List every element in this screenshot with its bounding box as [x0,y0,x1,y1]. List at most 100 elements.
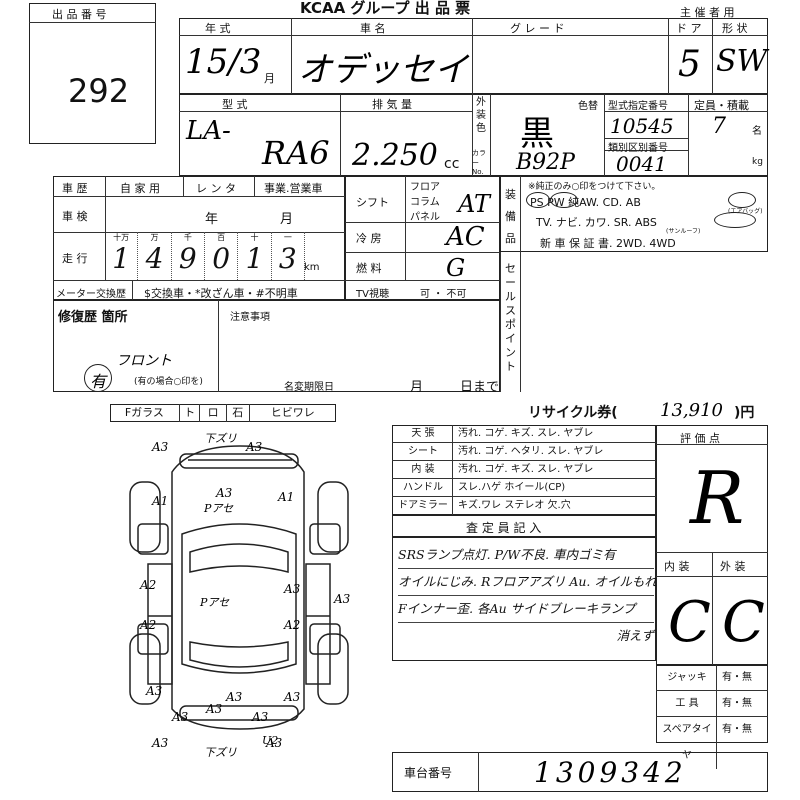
sales-point-label: セールスポイント [505,262,516,373]
airbag-note: (エアバッグ) [728,208,763,215]
mileage-digit: 1 [245,242,264,275]
diagram-note: 下ズリ [204,432,237,445]
mileage-label: 走 行 [62,252,88,265]
mileage-unit-label: 一 [283,233,292,242]
interior-table [392,425,656,515]
chassis-value: 1309342 [534,756,687,789]
repair-note: (有の場合○印を) [134,377,203,387]
category-value: 0041 [616,152,667,176]
name-change-until: 日まで [460,380,500,395]
mileage-unit-label: 万 [150,233,159,242]
host-label: 主 催 者 用 [680,6,735,19]
exterior-color-label: 外装色 [476,97,486,134]
interior-row-label: 天 張 [411,428,435,439]
damage-mark: A3 [152,440,169,454]
damage-mark: A3 [284,582,301,596]
interior-eval-value: C [668,590,711,655]
accessory-row: 工 具有・無 [656,691,768,717]
shift-option-floor: フロア [410,182,440,193]
mileage-unit: km [304,262,320,273]
car-value: オデッセイ [298,50,468,90]
doors-value: 5 [678,44,701,85]
inspector-notes-box [392,537,656,661]
equip-box [500,176,768,252]
interior-row-options: スレ.ハゲ ホイール(CP) [458,482,566,493]
chassis-box [392,752,768,792]
recycle-label: リサイクル券( [528,405,618,421]
ps-circle [526,192,550,208]
model-value: RA6 [262,134,330,172]
interior-row-options: 汚れ. コゲ. キズ. スレ. ヤブレ [458,464,594,475]
diagram-note: Pアセ [204,502,234,515]
category-label: 類別区別番号 [608,143,668,154]
glass-item: ロ [200,404,227,422]
cooling-value: AC [446,222,485,252]
diagram-note: U2 [262,734,279,747]
model-label: 型 式 [222,98,248,111]
color-value: 黒 [520,114,554,154]
mileage-digit: 9 [178,242,197,275]
capacity-label: 定員・積載 [694,99,749,112]
glass-item: ヒビワレ [270,406,315,419]
mileage-digit: 4 [145,242,164,275]
repair-written: フロント [116,353,172,369]
color-no-label: カラーNo. [472,149,486,176]
row2-table [179,94,768,176]
year-label: 年 式 [205,22,231,35]
damage-mark: A1 [152,494,169,508]
grade-label: グ レ ー ド [510,22,565,35]
evaluation-label: 評 価 点 [680,432,720,445]
meter-label: メーター交換歴 [56,289,126,300]
damage-mark: A3 [284,690,301,704]
accessory-label: ジャッキ [658,665,717,691]
car-label: 車 名 [360,22,386,35]
mileage-digit: 3 [278,242,297,275]
equipment-table [345,176,500,300]
year-unit: 月 [264,72,275,85]
lot-box [29,3,156,144]
car-diagram [129,445,349,730]
displacement-unit: cc [444,156,460,172]
tv-options: 可 ・ 不可 [420,289,467,300]
year-value: 15/3 [185,42,262,82]
tv-label: TV視聴 [356,289,389,300]
lot-label: 出 品 番 号 [52,8,107,21]
interior-row: 内 装汚れ. コゲ. キズ. スレ. ヤブレ [392,461,656,479]
shift-option-panel: パネル [410,212,440,223]
interior-row: 天 張汚れ. コゲ. キズ. スレ. ヤブレ [392,425,656,443]
inspector-note-line: オイルにじみ. Rフロアアズリ Au. オイルもれ [398,569,657,596]
mileage-digit: 0 [212,242,231,275]
accessory-row: ジャッキ有・無 [656,665,768,691]
inspector-label: 査 定 員 記 入 [466,521,542,535]
accessory-label: スペアタイヤ [658,717,717,769]
load-unit: kg [752,157,763,167]
exterior-eval-label: 外 装 [720,560,746,573]
interior-row-label: ハンドル [403,482,443,493]
meter-options: $交換車・*改ざん車・#不明車 [144,287,298,300]
capacity-unit: 名 [752,126,762,137]
mileage-digit: 1 [112,242,131,275]
accessory-label: 工 具 [658,691,717,717]
exterior-eval-value: C [722,590,765,655]
damage-mark: A3 [146,684,163,698]
equip-line2: TV. ナビ. カワ. SR. ABS [536,216,657,229]
equip-line3: 新 車 保 証 書. 2WD. 4WD [540,237,676,250]
glass-items: Fガラストロ石ヒビワレ [110,404,336,422]
mileage-unit-label: 百 [217,233,226,242]
damage-mark: A3 [266,736,283,750]
name-change-month: 月 [410,380,424,395]
name-change-label: 名変期限日 [284,382,334,393]
damage-mark: A2 [284,618,301,632]
damage-mark: A3 [226,690,243,704]
damage-mark: A3 [206,702,223,716]
rental-option: レ ン タ [196,182,236,195]
repair-box [53,300,500,392]
damage-mark: A3 [252,710,269,724]
interior-row-label: ドアミラー [398,500,448,511]
